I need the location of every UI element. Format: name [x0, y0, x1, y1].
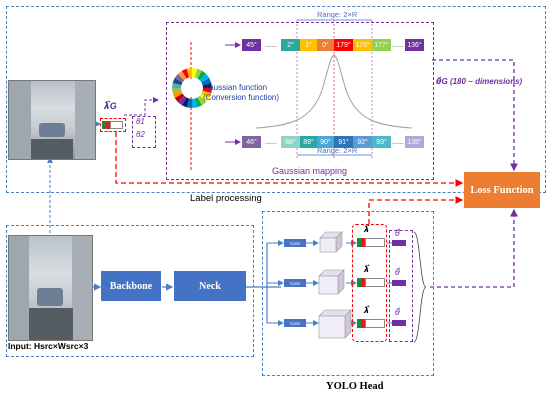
ring-segment: [186, 68, 192, 78]
bottom-cell: ......: [391, 136, 405, 148]
ring-segment: [194, 68, 202, 79]
ring-segment: [177, 70, 187, 81]
backbone-block: Backbone: [101, 271, 161, 301]
range-label-top: Range: 2×R: [317, 10, 358, 19]
ring-segment: [172, 88, 182, 94]
angle-ring-icon: [172, 68, 212, 108]
ring-segment: [192, 68, 198, 78]
ring-segment: [182, 68, 190, 79]
head-vector-3: [357, 319, 385, 328]
ring-segment: [199, 93, 210, 103]
feature-cube-large: [318, 309, 352, 339]
gaussian-mapping-title: Gaussian mapping: [270, 166, 350, 176]
loss-function-box: Loss Function: [464, 172, 540, 208]
theta-bracket: [132, 116, 156, 148]
head-lambda-group: [352, 224, 387, 342]
ring-segment: [172, 82, 182, 88]
ring-segment: [202, 82, 212, 88]
feature-cube-small: [319, 231, 343, 253]
head-vector-2: [357, 278, 385, 287]
conv-block-1: Conv: [284, 239, 306, 247]
bottom-cell: 93°: [372, 136, 391, 148]
head-theta-label-2: θ⃗: [395, 268, 400, 277]
bottom-cell: 88°: [281, 136, 300, 148]
lambda-g-label: λ⃗G: [104, 101, 117, 111]
ring-segment: [197, 95, 207, 106]
top-cell: 179°: [334, 39, 353, 51]
top-cell: 136°: [405, 39, 424, 51]
ring-segment: [199, 73, 210, 83]
ring-segment: [182, 97, 190, 108]
network-box: [6, 225, 254, 357]
head-theta-bar-3: [392, 320, 406, 326]
head-theta-label-3: θ⃗: [395, 308, 400, 317]
ring-segment: [172, 78, 183, 86]
input-image: [8, 235, 93, 341]
gaussian-mapping-box: [166, 22, 434, 180]
conv-block-3: Conv: [284, 319, 306, 327]
yolo-head-title: YOLO Head: [326, 381, 384, 392]
ring-segment: [201, 78, 212, 86]
head-theta-bar-1: [392, 240, 406, 246]
top-cell: 1°: [300, 39, 317, 51]
top-cell: ......: [391, 39, 405, 51]
label-input-image: [8, 80, 96, 160]
input-size-label: Input: Hsrc×Wsrc×3: [8, 341, 89, 351]
label-processing-box: [6, 6, 546, 193]
theta1-label: θ1: [136, 117, 145, 126]
theta-g-output-label: θ⃗G (180 − dimensions): [436, 77, 523, 86]
bottom-cell: 92°: [353, 136, 372, 148]
yolo-head-box: [262, 211, 434, 376]
lambda-g-vector: [100, 118, 126, 132]
top-cell: 178°: [353, 39, 372, 51]
top-angle-row: 45° ...... 2° 1° 0° 179° 178° 177° .....…: [242, 39, 424, 51]
head-lambda-label-3: λ⃗: [364, 306, 370, 315]
ring-segment: [186, 98, 192, 108]
label-processing-title: Label processing: [190, 193, 262, 204]
head-vector-1: [357, 238, 385, 247]
head-theta-label-1: θ⃗: [395, 229, 400, 238]
ring-segment: [194, 97, 202, 108]
top-cell: 45°: [242, 39, 261, 51]
ring-segment: [197, 70, 207, 81]
bottom-cell: 89°: [300, 136, 317, 148]
ring-segment: [202, 88, 212, 94]
bottom-cell: 91°: [334, 136, 353, 148]
ring-segment: [174, 73, 185, 83]
neck-block: Neck: [174, 271, 246, 301]
top-cell: 177°: [372, 39, 391, 51]
head-theta-bar-2: [392, 280, 406, 286]
bottom-cell: 90°: [317, 136, 334, 148]
feature-cubes: [318, 231, 352, 339]
ring-segment: [201, 90, 212, 98]
top-cell: ......: [261, 39, 281, 51]
top-cell: 0°: [317, 39, 334, 51]
conversion-function-label: (Conversion function): [203, 93, 280, 102]
bottom-cell: 135°: [405, 136, 424, 148]
feature-cube-medium: [318, 269, 345, 295]
top-cell: 2°: [281, 39, 300, 51]
bottom-angle-row: 46° ...... 88° 89° 90° 91° 92° 93° .....…: [242, 136, 424, 148]
gaussian-function-label: Gaussian function: [203, 83, 268, 92]
bottom-cell: ......: [261, 136, 281, 148]
ring-segment: [192, 98, 198, 108]
bottom-cell: 46°: [242, 136, 261, 148]
conv-block-2: Conv: [284, 279, 306, 287]
ring-segment: [177, 95, 187, 106]
head-theta-group: [389, 230, 413, 342]
theta2-label: θ2: [136, 130, 145, 139]
head-lambda-label-1: λ⃗: [364, 225, 370, 234]
ring-segment: [172, 90, 183, 98]
head-lambda-label-2: λ⃗: [364, 265, 370, 274]
range-label-bottom: Range: 2×R: [317, 146, 358, 155]
ring-segment: [174, 93, 185, 103]
